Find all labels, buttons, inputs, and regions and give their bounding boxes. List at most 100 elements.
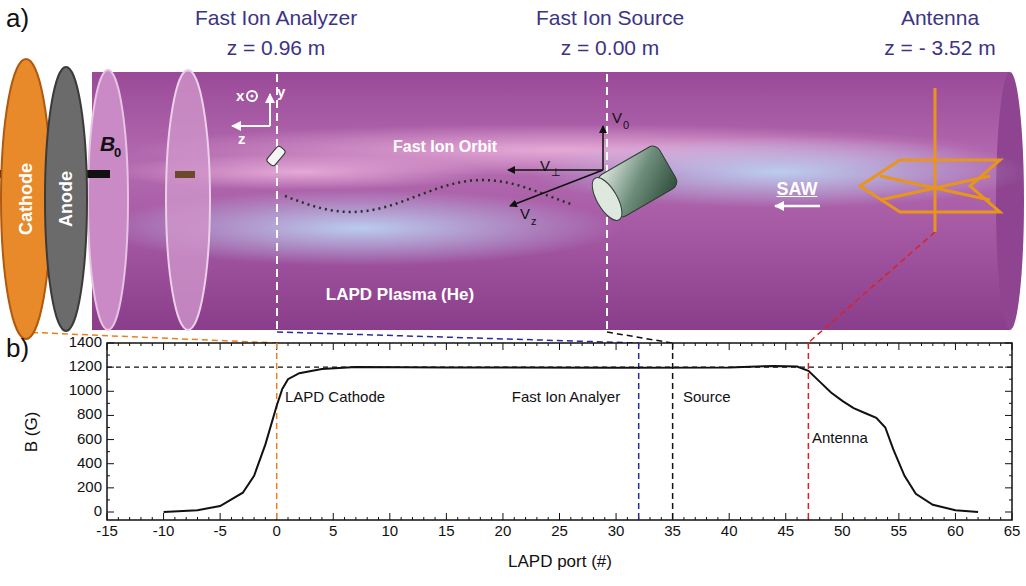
tick — [876, 343, 877, 346]
tick — [502, 513, 503, 520]
tick — [333, 513, 334, 520]
tick — [276, 343, 278, 520]
tick — [944, 343, 945, 346]
tick — [616, 343, 617, 350]
figure-label: Source — [681, 389, 733, 406]
tick — [548, 343, 549, 346]
tick — [842, 343, 843, 350]
axis-arrow — [269, 94, 271, 126]
tick — [661, 343, 662, 346]
tick — [254, 517, 255, 520]
tick — [423, 343, 424, 346]
tick — [729, 513, 730, 520]
axis-tick-label: 35 — [664, 523, 681, 540]
tick — [819, 517, 820, 520]
tick — [921, 517, 922, 520]
figure-label: Fast Ion Analyer — [510, 389, 622, 406]
tick — [423, 517, 424, 520]
tick — [763, 517, 764, 520]
axis-arrow — [232, 125, 270, 127]
tick — [401, 517, 402, 520]
tick — [174, 343, 175, 346]
tick — [355, 517, 356, 520]
tick — [559, 343, 560, 350]
figure-label: x — [236, 88, 244, 105]
tick — [107, 391, 114, 392]
tick — [321, 343, 322, 346]
tick — [740, 517, 741, 520]
tick — [107, 343, 108, 350]
tick — [853, 343, 854, 346]
tick — [1009, 379, 1012, 380]
tick — [333, 343, 334, 350]
axis-out — [250, 94, 253, 97]
tick — [1005, 512, 1012, 513]
figure-label: Fast Ion Orbit — [393, 138, 497, 156]
tick — [966, 343, 967, 346]
tick — [140, 517, 141, 520]
tick — [831, 517, 832, 520]
tick — [910, 343, 911, 346]
tick — [288, 517, 289, 520]
tick — [683, 517, 684, 520]
tick — [321, 517, 322, 520]
tick — [435, 517, 436, 520]
figure-label: z = 0.00 m — [561, 36, 660, 59]
tick — [604, 343, 605, 346]
axis-tick-label: 200 — [77, 479, 102, 496]
figure-label: ⊥ — [551, 166, 561, 178]
saw-arrow — [775, 205, 820, 208]
tick — [978, 517, 979, 520]
cylinder-end — [996, 72, 1024, 330]
tick — [107, 487, 114, 488]
tick — [220, 513, 221, 520]
axis-tick-label: 40 — [721, 523, 738, 540]
tick — [107, 475, 110, 476]
axis-title: B (G) — [23, 412, 42, 453]
tick — [717, 517, 718, 520]
tick — [378, 343, 379, 346]
tick — [197, 343, 198, 346]
figure-label: Antenna — [901, 6, 979, 29]
tick — [582, 343, 583, 346]
tick — [763, 343, 764, 346]
tick — [107, 403, 110, 404]
tick — [118, 517, 119, 520]
tick — [932, 343, 933, 346]
tick — [107, 499, 110, 500]
tick — [887, 343, 888, 346]
axis-tick-label: 1200 — [69, 358, 102, 375]
tick — [389, 513, 390, 520]
figure-label: Fast Ion Source — [536, 6, 684, 29]
antenna — [860, 88, 1000, 232]
tick — [514, 343, 515, 346]
tick — [842, 513, 843, 520]
figure-label: 0 — [623, 119, 629, 131]
tick — [876, 517, 877, 520]
tick — [208, 343, 209, 346]
axis-tick-label: 800 — [77, 406, 102, 423]
figure-label: z — [531, 215, 537, 227]
tick — [288, 343, 289, 346]
end-disc — [166, 70, 210, 330]
tick — [242, 517, 243, 520]
tick — [1000, 517, 1001, 520]
tick — [186, 517, 187, 520]
tick — [107, 512, 114, 513]
tick — [706, 517, 707, 520]
tick — [887, 517, 888, 520]
plot-frame — [107, 343, 1012, 520]
tick — [1009, 403, 1012, 404]
disc-outline — [45, 67, 87, 331]
tick — [299, 343, 300, 346]
figure-label: Fast Ion Analyzer — [195, 6, 357, 29]
tick — [650, 343, 651, 346]
guide-line — [277, 332, 638, 343]
axis-tick-label: 30 — [608, 523, 625, 540]
guide-line — [607, 332, 672, 343]
axis-tick-label: 25 — [551, 523, 568, 540]
velocity-arrow — [602, 126, 604, 170]
axis-tick-label: 60 — [947, 523, 964, 540]
tick — [921, 343, 922, 346]
